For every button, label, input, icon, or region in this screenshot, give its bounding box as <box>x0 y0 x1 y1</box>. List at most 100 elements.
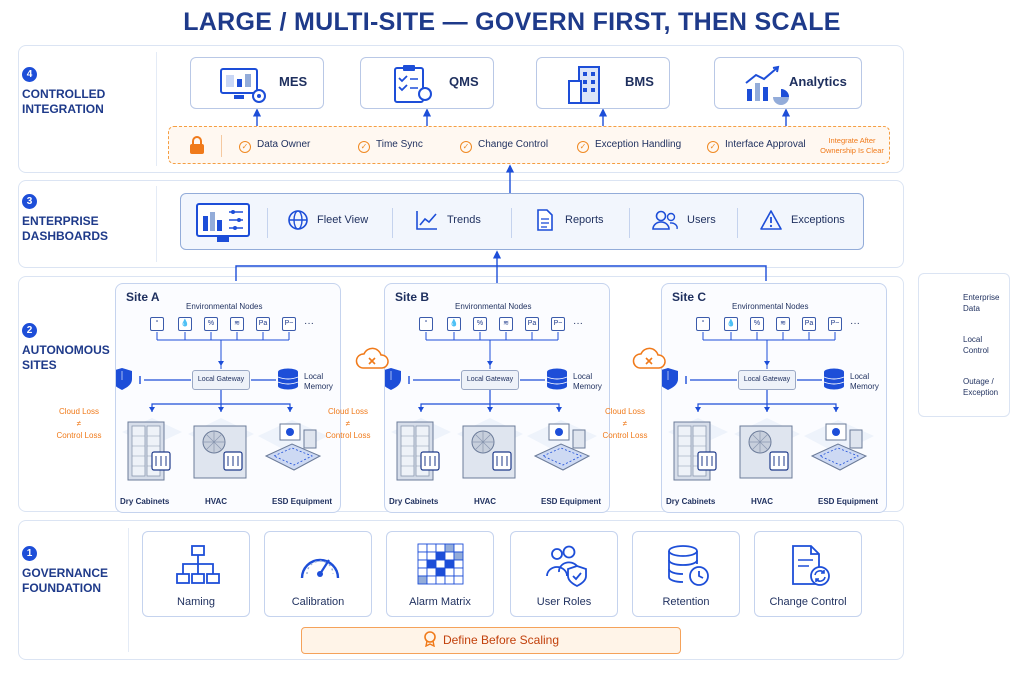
cloud-loss-icon <box>632 347 666 369</box>
award-ribbon-icon <box>424 631 436 648</box>
equipment-label: ESD Equipment <box>272 497 333 506</box>
globe-icon <box>288 210 308 230</box>
foundation-card-alarm-matrix[interactable]: Alarm Matrix <box>386 531 494 617</box>
foundation-card-naming[interactable]: Naming <box>142 531 250 617</box>
env-node-tile[interactable]: ≋ <box>230 317 244 331</box>
local-gateway[interactable]: Local Gateway <box>738 370 796 390</box>
system-analytics[interactable]: Analytics <box>714 57 862 109</box>
neq-label: ≠ <box>345 419 351 428</box>
dash-item-users[interactable]: Users <box>651 209 716 231</box>
cloud-loss-label: Cloud Loss <box>327 407 369 416</box>
layer-label-line: ENTERPRISE <box>22 214 99 228</box>
layer-label-line: INTEGRATION <box>22 102 104 116</box>
foundation-card-retention[interactable]: Retention <box>632 531 740 617</box>
dash-divider <box>392 208 393 238</box>
governance-strip: ✓Data Owner ✓Time Sync ✓Change Control ✓… <box>168 126 890 164</box>
foundation-card-user-roles[interactable]: User Roles <box>510 531 618 617</box>
gov-item-label: Exception Handling <box>595 139 682 150</box>
env-node-tile[interactable]: 💧 <box>178 317 192 331</box>
env-node-tile[interactable]: P~ <box>551 317 565 331</box>
env-node-tile[interactable]: ° <box>150 317 164 331</box>
gov-item-label: Interface Approval <box>725 139 806 150</box>
dash-item-fleet-view[interactable]: Fleet View <box>287 209 368 231</box>
users-icon <box>652 210 678 230</box>
layer-label-line: DASHBOARDS <box>22 229 109 243</box>
dash-divider <box>511 208 512 238</box>
control-loss-label: Control Loss <box>602 431 648 440</box>
foundation-card-label: Retention <box>662 596 710 608</box>
legend-item-outage: Outage / Exception <box>963 376 998 398</box>
legend-line: Data <box>963 304 980 313</box>
env-node-tile[interactable]: Pa <box>256 317 270 331</box>
equipment-label: HVAC <box>474 497 497 506</box>
legend-line: Outage / <box>963 377 994 386</box>
env-node-tile[interactable]: 💧 <box>447 317 461 331</box>
env-node-tile[interactable]: 💧 <box>724 317 738 331</box>
env-node-tile[interactable]: % <box>750 317 764 331</box>
layer-number: 4 <box>22 67 37 82</box>
env-nodes-label: Environmental Nodes <box>186 302 263 311</box>
strip-note-line: Ownership Is Clear <box>820 146 884 155</box>
layer-label-dashboards: 3 ENTERPRISE DASHBOARDS <box>22 193 108 244</box>
system-bms[interactable]: BMS <box>536 57 670 109</box>
legend-line: Exception <box>963 388 999 397</box>
memory-line: Local <box>573 372 593 381</box>
foundation-card-change-control[interactable]: Change Control <box>754 531 862 617</box>
env-node-tile[interactable]: % <box>473 317 487 331</box>
layer-label-line: CONTROLLED <box>22 87 106 101</box>
cloud-loss-note: Cloud Loss ≠ Control Loss <box>588 406 662 442</box>
neq-label: ≠ <box>76 419 82 428</box>
cloud-loss-icon <box>355 347 389 369</box>
local-gateway[interactable]: Local Gateway <box>192 370 250 390</box>
dashboards-divider <box>156 186 157 262</box>
dash-item-reports[interactable]: Reports <box>535 209 604 231</box>
env-node-tile[interactable]: P~ <box>828 317 842 331</box>
local-gateway[interactable]: Local Gateway <box>461 370 519 390</box>
cloud-loss-note: Cloud Loss ≠ Control Loss <box>311 406 385 442</box>
system-qms[interactable]: QMS <box>360 57 494 109</box>
env-node-tile[interactable]: P~ <box>282 317 296 331</box>
strip-note: Integrate After Ownership Is Clear <box>815 136 889 156</box>
system-mes[interactable]: MES <box>190 57 324 109</box>
equipment-label: ESD Equipment <box>541 497 602 506</box>
user-shield-icon <box>546 545 587 588</box>
equipment-label: Dry Cabinets <box>666 497 716 506</box>
strip-note-line: Integrate After <box>828 136 876 145</box>
strip-divider <box>221 135 222 157</box>
dash-item-label: Reports <box>565 213 604 226</box>
memory-line: Local <box>850 372 870 381</box>
env-node-tile[interactable]: % <box>204 317 218 331</box>
dash-item-label: Exceptions <box>791 213 845 226</box>
neq-label: ≠ <box>622 419 628 428</box>
control-loss-label: Control Loss <box>56 431 102 440</box>
building-icon <box>568 66 600 104</box>
dash-item-exceptions[interactable]: Exceptions <box>759 209 845 231</box>
equipment-label: Dry Cabinets <box>389 497 439 506</box>
layer-label-line: SITES <box>22 358 57 372</box>
site-diagram <box>385 332 597 481</box>
layer-label-integration: 4 CONTROLLED INTEGRATION <box>22 66 105 117</box>
dash-item-label: Fleet View <box>317 213 369 226</box>
equipment-label: Dry Cabinets <box>120 497 170 506</box>
env-node-tile[interactable]: ≋ <box>776 317 790 331</box>
env-node-tile[interactable]: ° <box>419 317 433 331</box>
monitor-gear-icon <box>220 68 266 103</box>
dash-item-trends[interactable]: Trends <box>415 209 481 231</box>
page-title: LARGE / MULTI-SITE — GOVERN FIRST, THEN … <box>183 8 841 36</box>
env-node-tile[interactable]: Pa <box>802 317 816 331</box>
layer-number: 3 <box>22 194 37 209</box>
env-node-tile[interactable]: ° <box>696 317 710 331</box>
foundation-card-calibration[interactable]: Calibration <box>264 531 372 617</box>
env-node-tile[interactable]: Pa <box>525 317 539 331</box>
env-node-tile[interactable]: ≋ <box>499 317 513 331</box>
site-title: Site C <box>672 290 707 304</box>
check-icon: ✓ <box>358 141 370 153</box>
cloud-loss-label: Cloud Loss <box>604 407 646 416</box>
env-nodes-label: Environmental Nodes <box>455 302 532 311</box>
